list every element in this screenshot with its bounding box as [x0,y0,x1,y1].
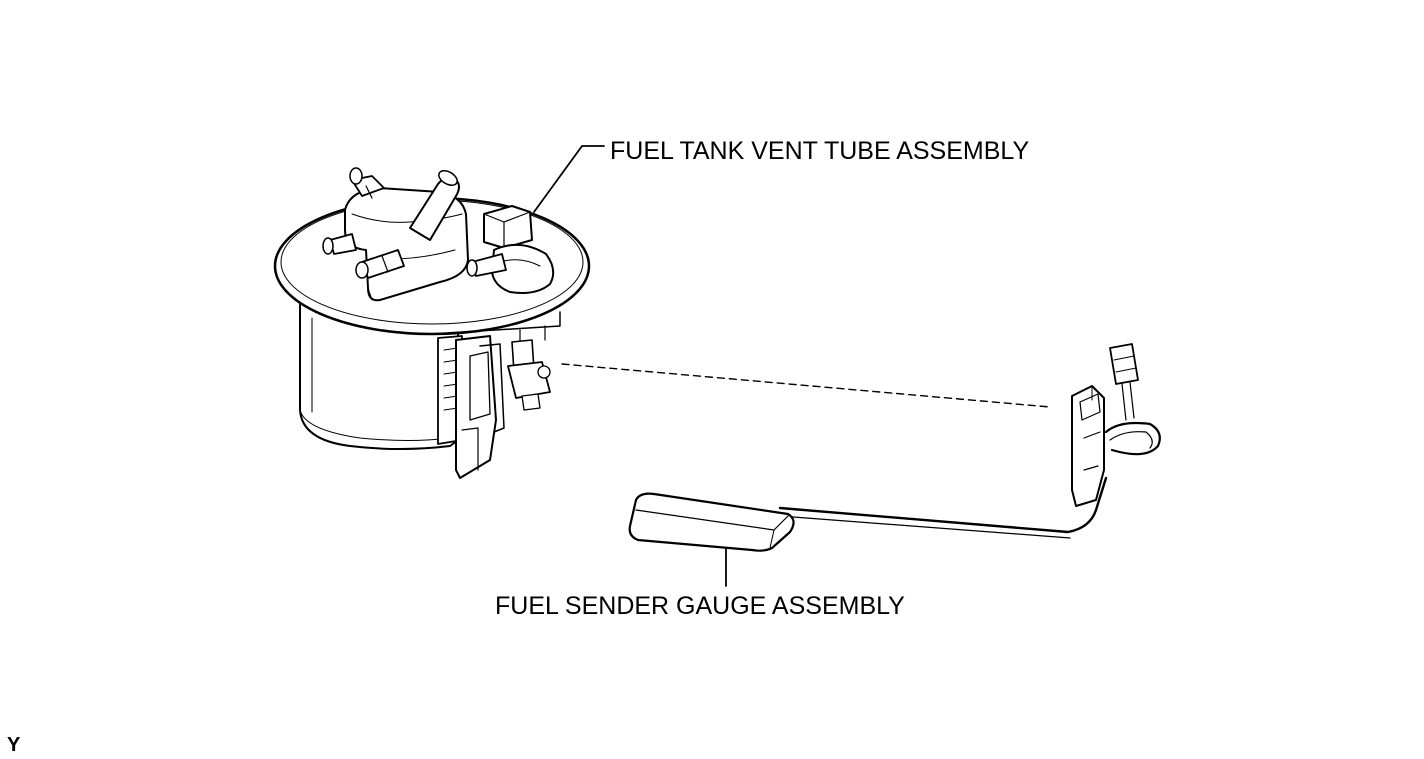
sender-connector-plug [1109,343,1139,421]
front-nipple [355,249,405,279]
left-nipple [322,233,357,255]
sender-gauge-assembly-label: FUEL SENDER GAUGE ASSEMBLY [495,592,905,620]
pump-connector [507,339,551,411]
figure-code: Y [7,734,21,756]
sender-body [1071,385,1105,507]
vent-tube-assembly [466,205,555,294]
vent-tube-leader-line [533,145,605,213]
fuel-pump-module [273,167,591,479]
sender-wire-loop [1104,421,1161,456]
vent-tube-assembly-label: FUEL TANK VENT TUBE ASSEMBLY [610,137,1030,165]
side-bracket [437,335,505,479]
float-arm [778,476,1108,534]
top-nipple [349,167,385,199]
fuel-sender-gauge [628,343,1161,552]
sender-float [628,492,795,552]
center-angled-tube [409,170,460,241]
assembly-alignment-line [561,363,1051,408]
pump-canister [299,299,459,450]
